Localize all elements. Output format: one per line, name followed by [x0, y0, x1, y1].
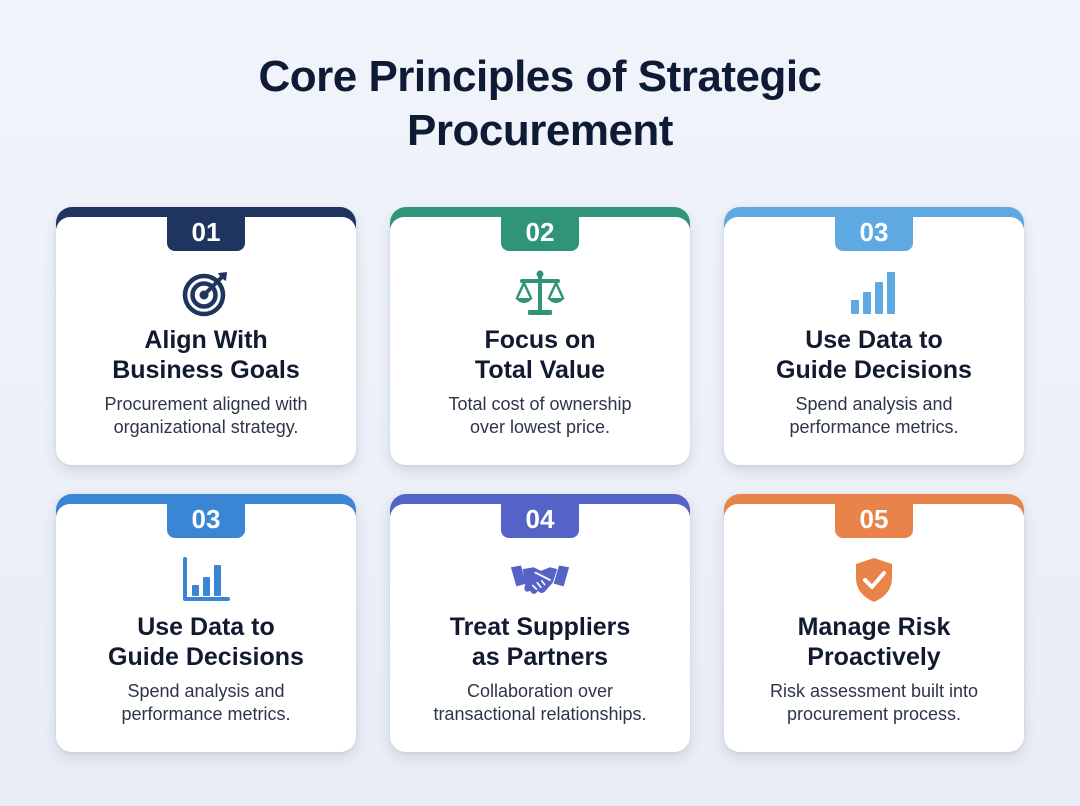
- card-heading: Manage Risk Proactively: [734, 612, 1014, 672]
- card-body: [390, 504, 690, 752]
- scale-icon: [510, 267, 570, 319]
- card-heading-line-2: Guide Decisions: [108, 643, 304, 671]
- title-line-1: Core Principles of Strategic: [258, 52, 822, 101]
- card-desc-line-1: Total cost of ownership: [448, 394, 632, 414]
- card-desc-line-1: Risk assessment built into: [769, 681, 979, 701]
- card-number-badge: 05: [835, 500, 913, 538]
- card-desc-line-2: over lowest price.: [469, 417, 611, 437]
- card-desc-line-1: Procurement aligned with: [104, 394, 308, 414]
- card-heading: Align With Business Goals: [66, 325, 346, 385]
- card-description: Collaboration over transactional relatio…: [400, 680, 680, 726]
- card-desc-line-2: transactional relationships.: [433, 704, 647, 724]
- principle-card-4: 03 Use Data to Guide Decisions Spend ana…: [56, 494, 356, 752]
- card-desc-line-2: performance metrics.: [789, 417, 959, 437]
- card-desc-line-1: Collaboration over: [466, 681, 614, 701]
- card-heading: Treat Suppliers as Partners: [400, 612, 680, 672]
- target-icon: [176, 267, 236, 319]
- card-heading-line-2: Total Value: [474, 356, 606, 384]
- principle-card-6: 05 Manage Risk Proactively Risk assessme…: [724, 494, 1024, 752]
- card-heading-line-1: Use Data to: [137, 613, 275, 641]
- card-number-badge: 04: [501, 500, 579, 538]
- title-line-2: Procurement: [407, 106, 673, 155]
- card-desc-line-2: organizational strategy.: [113, 417, 299, 437]
- card-heading-line-2: as Partners: [471, 643, 609, 671]
- card-heading-line-1: Treat Suppliers: [449, 613, 631, 641]
- card-heading-line-1: Use Data to: [805, 326, 943, 354]
- card-heading: Use Data to Guide Decisions: [734, 325, 1014, 385]
- bar-chart-icon: [844, 267, 904, 319]
- card-description: Spend analysis and performance metrics.: [734, 393, 1014, 439]
- card-heading-line-2: Business Goals: [112, 356, 300, 384]
- card-desc-line-1: Spend analysis and: [127, 681, 285, 701]
- handshake-icon: [510, 554, 570, 606]
- shield-check-icon: [844, 554, 904, 606]
- card-description: Spend analysis and performance metrics.: [66, 680, 346, 726]
- card-desc-line-2: performance metrics.: [121, 704, 291, 724]
- card-number-badge: 01: [167, 213, 245, 251]
- principle-card-2: 02 Focus on Total Value Total cost of ow…: [390, 207, 690, 465]
- card-body: [724, 504, 1024, 752]
- card-body: [724, 217, 1024, 465]
- card-heading: Use Data to Guide Decisions: [66, 612, 346, 672]
- card-heading-line-2: Proactively: [807, 643, 941, 671]
- card-heading-line-2: Guide Decisions: [776, 356, 972, 384]
- card-number-badge: 03: [167, 500, 245, 538]
- card-body: [390, 217, 690, 465]
- card-body: [56, 504, 356, 752]
- page-title: Core Principles of Strategic Procurement: [0, 50, 1080, 158]
- card-heading-line-1: Manage Risk: [797, 613, 951, 641]
- principle-card-5: 04 Treat Suppliers as Partners Collabora…: [390, 494, 690, 752]
- card-heading-line-1: Focus on: [484, 326, 596, 354]
- card-number-badge: 02: [501, 213, 579, 251]
- card-heading-line-1: Align With: [144, 326, 268, 354]
- card-desc-line-2: procurement process.: [786, 704, 962, 724]
- principle-card-3: 03 Use Data to Guide Decisions Spend ana…: [724, 207, 1024, 465]
- card-desc-line-1: Spend analysis and: [795, 394, 953, 414]
- card-description: Procurement aligned with organizational …: [66, 393, 346, 439]
- card-description: Risk assessment built into procurement p…: [734, 680, 1014, 726]
- card-heading: Focus on Total Value: [400, 325, 680, 385]
- card-body: [56, 217, 356, 465]
- bar-chart-axis-icon: [176, 554, 236, 606]
- card-description: Total cost of ownership over lowest pric…: [400, 393, 680, 439]
- card-number-badge: 03: [835, 213, 913, 251]
- principle-card-1: 01 Align With Business Goals Procurement…: [56, 207, 356, 465]
